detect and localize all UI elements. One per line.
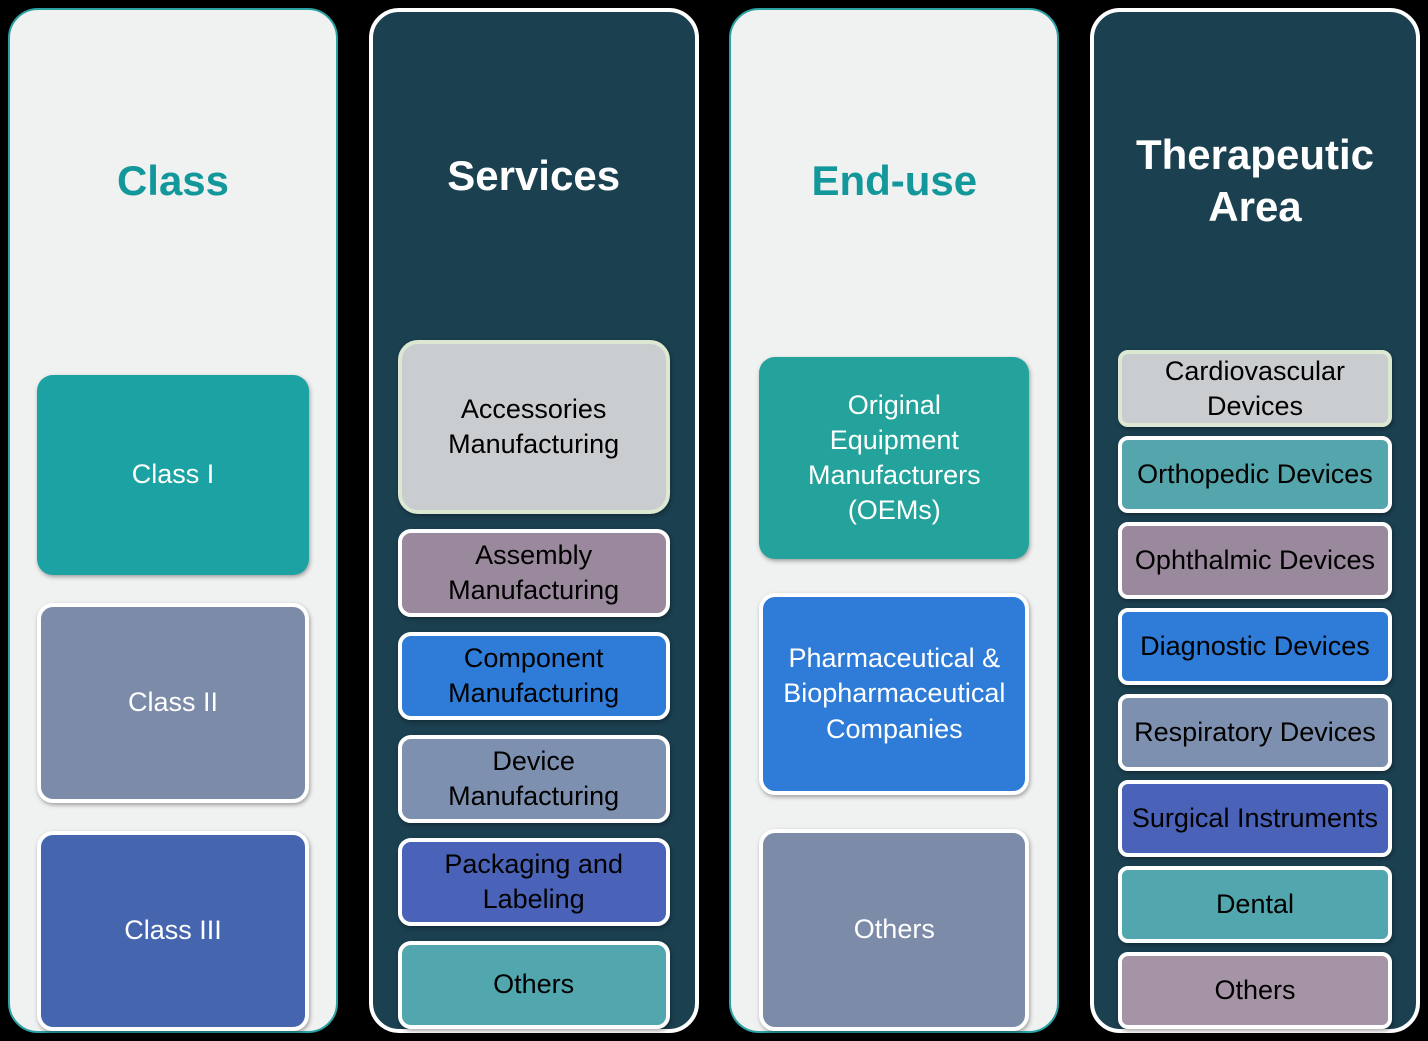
segment-box-device-manufacturing: Device Manufacturing	[397, 735, 670, 823]
column-therapeutic-area-items: Cardiovascular Devices Orthopedic Device…	[1094, 350, 1416, 1029]
segment-box-assembly-manufacturing: Assembly Manufacturing	[397, 529, 670, 617]
segment-box-packaging-and-labeling: Packaging and Labeling	[397, 838, 670, 926]
segment-box-therapeutic-others: Others	[1117, 952, 1392, 1029]
segment-box-ophthalmic-devices: Ophthalmic Devices	[1117, 522, 1392, 599]
column-therapeutic-area: Therapeutic Area Cardiovascular Devices …	[1089, 8, 1420, 1033]
column-services: Services Accessories Manufacturing Assem…	[368, 8, 699, 1033]
segment-box-surgical-instruments: Surgical Instruments	[1117, 780, 1392, 857]
segment-box-diagnostic-devices: Diagnostic Devices	[1117, 608, 1392, 685]
segment-box-dental: Dental	[1117, 866, 1392, 943]
segment-label: Ophthalmic Devices	[1134, 545, 1376, 576]
segment-label: Assembly Manufacturing	[448, 539, 620, 605]
segment-label: Diagnostic Devices	[1140, 631, 1370, 662]
segment-label: Packaging and Labeling	[444, 848, 623, 914]
segment-label: Others	[1214, 975, 1296, 1006]
segment-box-orthopedic-devices: Orthopedic Devices	[1117, 436, 1392, 513]
segment-box-class-iii: Class III	[37, 831, 309, 1031]
column-services-title: Services	[447, 151, 621, 199]
segment-box-respiratory-devices: Respiratory Devices	[1117, 694, 1392, 771]
segment-label: Class I	[131, 459, 215, 490]
column-therapeutic-area-title: Therapeutic Area	[1135, 130, 1374, 231]
segment-label: Device Manufacturing	[448, 745, 620, 811]
column-class: Class Class I Class II Class III	[8, 8, 338, 1033]
column-class-items: Class I Class II Class III	[10, 375, 336, 1031]
segment-label: Class II	[127, 687, 219, 718]
segment-label: Class III	[124, 915, 222, 946]
column-end-use: End-use Original Equipment Manufacturers…	[729, 8, 1060, 1033]
column-end-use-items: Original Equipment Manufacturers (OEMs) …	[731, 357, 1057, 1031]
segment-box-cardiovascular-devices: Cardiovascular Devices	[1117, 350, 1392, 427]
segment-box-class-i: Class I	[37, 375, 309, 575]
segment-box-component-manufacturing: Component Manufacturing	[397, 632, 670, 720]
column-services-items: Accessories Manufacturing Assembly Manuf…	[373, 340, 695, 1029]
segment-label: Surgical Instruments	[1131, 803, 1379, 834]
segment-label: Dental	[1215, 889, 1294, 920]
segment-box-accessories-manufacturing: Accessories Manufacturing	[397, 340, 670, 514]
segment-label: Accessories Manufacturing	[448, 393, 620, 459]
segment-box-oems: Original Equipment Manufacturers (OEMs)	[759, 357, 1030, 559]
segment-label: Original Equipment Manufacturers (OEMs)	[808, 389, 981, 526]
segment-label: Orthopedic Devices	[1137, 459, 1373, 490]
column-class-title: Class	[116, 157, 230, 205]
segment-label: Others	[853, 914, 935, 945]
column-end-use-title: End-use	[811, 157, 978, 205]
segment-label: Respiratory Devices	[1134, 717, 1376, 748]
segment-box-services-others: Others	[397, 941, 670, 1029]
segment-label: Cardiovascular Devices	[1164, 355, 1345, 421]
segment-label: Component Manufacturing	[448, 642, 620, 708]
segment-box-end-use-others: Others	[759, 829, 1030, 1031]
segment-label: Others	[493, 969, 575, 1000]
segment-label: Pharmaceutical & Biopharmaceutical Compa…	[783, 643, 1006, 744]
segment-box-class-ii: Class II	[37, 603, 309, 803]
segment-box-pharma-biopharma-companies: Pharmaceutical & Biopharmaceutical Compa…	[759, 593, 1030, 795]
